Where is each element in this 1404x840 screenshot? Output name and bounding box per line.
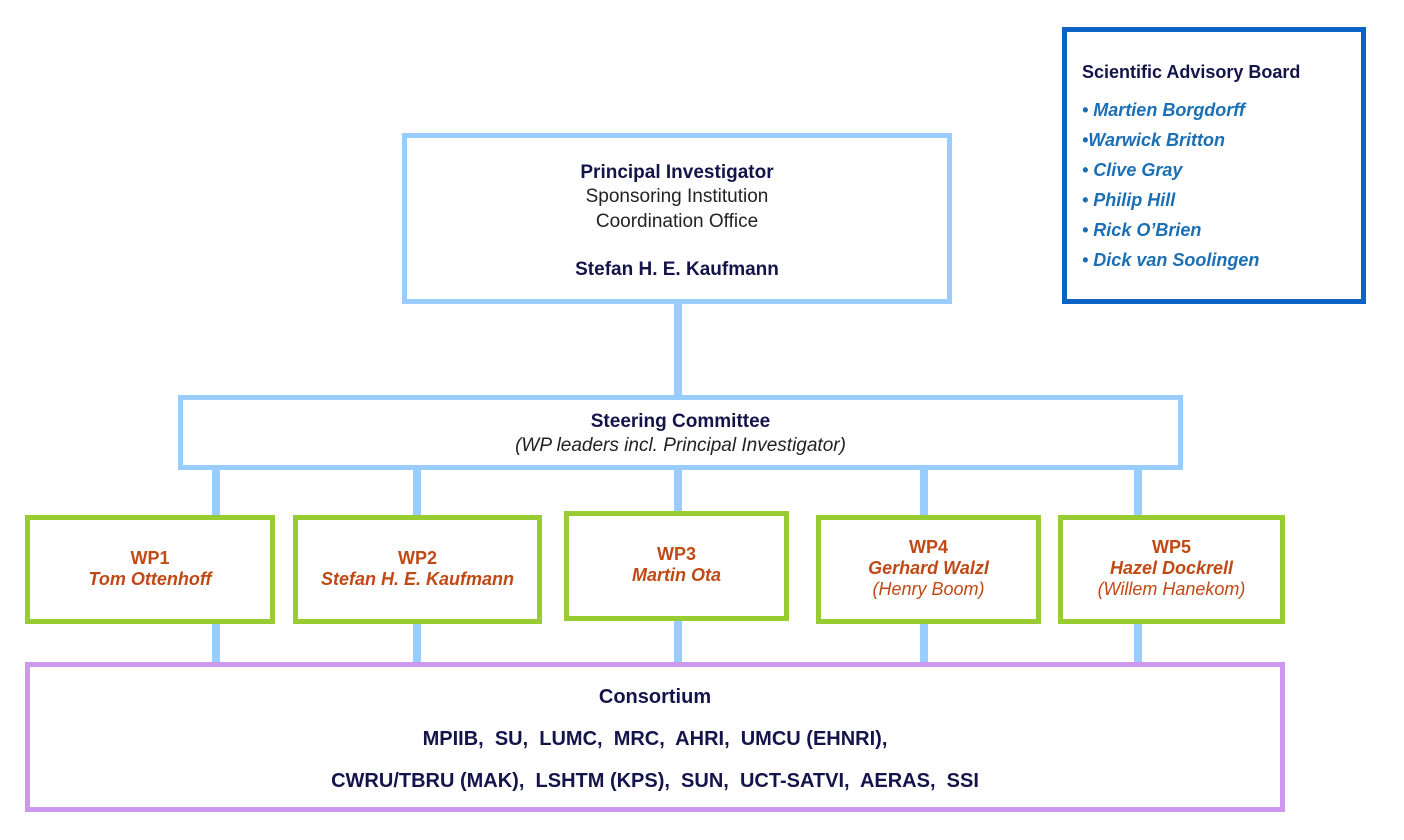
advisory-member: • Clive Gray [1082, 160, 1183, 180]
wp-code: WP1 [130, 548, 170, 568]
connector-wp5-to-consortium [1134, 620, 1142, 664]
connector-wp1-to-consortium [212, 620, 220, 664]
principal-line-2: Coordination Office [595, 211, 759, 232]
advisory-member: • Dick van Soolingen [1082, 250, 1260, 270]
advisory-member: • Rick O’Brien [1082, 220, 1202, 240]
steering-committee-box: Steering Committee (WP leaders incl. Pri… [178, 395, 1183, 470]
principal-investigator-box: Principal Investigator Sponsoring Instit… [402, 133, 952, 304]
connector-wp2-to-consortium [413, 620, 421, 664]
wp-leader: Stefan H. E. Kaufmann [320, 569, 515, 589]
connector-steering-to-wp4 [920, 468, 928, 518]
connector-steering-to-wp2 [413, 468, 421, 518]
principal-name: Stefan H. E. Kaufmann [575, 259, 779, 280]
wp-code: WP2 [397, 548, 437, 568]
advisory-member: • Martien Borgdorff [1082, 100, 1245, 120]
wp-code: WP4 [908, 537, 948, 557]
wp-code: WP3 [656, 544, 696, 564]
wp3-box: WP3 Martin Ota [564, 511, 789, 621]
principal-title: Principal Investigator [580, 162, 774, 183]
consortium-title: Consortium [598, 686, 712, 708]
consortium-members-line-1: MPIIB, SU, LUMC, MRC, AHRI, UMCU (EHNRI)… [422, 728, 888, 750]
advisory-member: •Warwick Britton [1082, 130, 1225, 150]
advisory-board-title: Scientific Advisory Board [1082, 62, 1301, 82]
principal-line-1: Sponsoring Institution [585, 186, 769, 207]
wp2-box: WP2 Stefan H. E. Kaufmann [293, 515, 542, 624]
connector-steering-to-wp3 [674, 468, 682, 515]
wp5-box: WP5 Hazel Dockrell (Willem Hanekom) [1058, 515, 1285, 624]
wp-code: WP5 [1151, 537, 1191, 557]
wp-leader: Gerhard Walzl [868, 558, 989, 578]
consortium-box: Consortium MPIIB, SU, LUMC, MRC, AHRI, U… [25, 662, 1285, 812]
consortium-members-line-2: CWRU/TBRU (MAK), LSHTM (KPS), SUN, UCT-S… [331, 770, 979, 792]
connector-pi-to-steering [674, 302, 682, 397]
wp1-box: WP1 Tom Ottenhoff [25, 515, 275, 624]
wp-leader: Hazel Dockrell [1109, 558, 1234, 578]
connector-steering-to-wp1 [212, 468, 220, 518]
connector-wp4-to-consortium [920, 620, 928, 664]
connector-steering-to-wp5 [1134, 468, 1142, 518]
wp-deputy: (Willem Hanekom) [1097, 579, 1246, 599]
advisory-member: • Philip Hill [1082, 190, 1176, 210]
steering-subtitle: (WP leaders incl. Principal Investigator… [515, 435, 846, 456]
wp4-box: WP4 Gerhard Walzl (Henry Boom) [816, 515, 1041, 624]
connector-wp3-to-consortium [674, 618, 682, 664]
steering-title: Steering Committee [590, 411, 771, 432]
wp-leader: Tom Ottenhoff [88, 569, 212, 589]
wp-leader: Martin Ota [631, 565, 721, 585]
wp-deputy: (Henry Boom) [872, 579, 985, 599]
advisory-board-box: Scientific Advisory Board • Martien Borg… [1062, 27, 1366, 304]
